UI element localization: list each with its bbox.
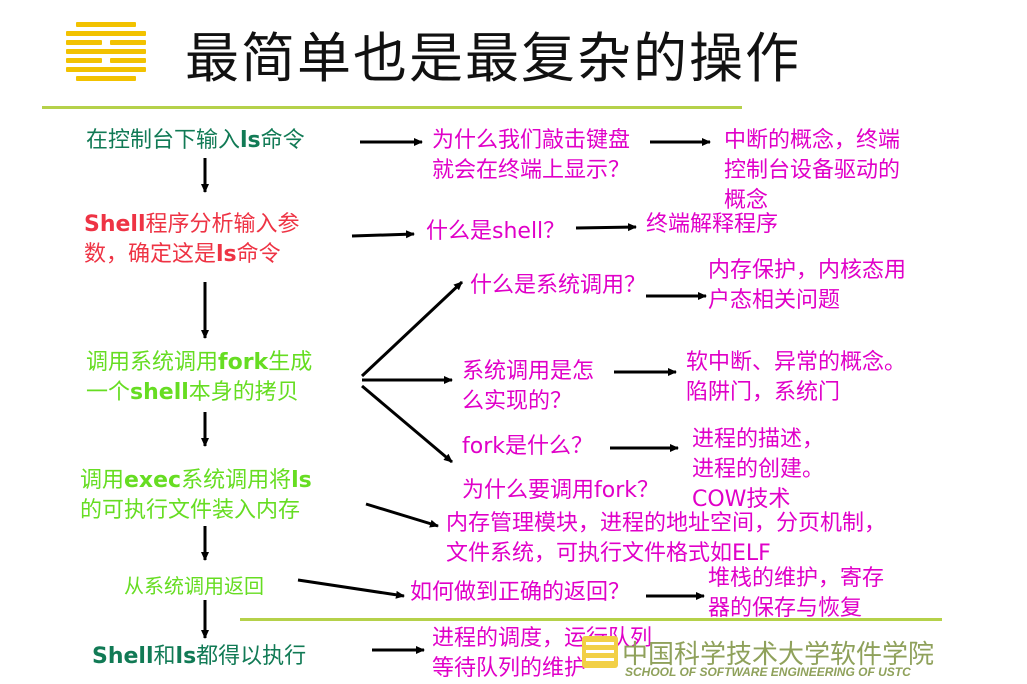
page-title: 最简单也是最复杂的操作	[185, 27, 801, 90]
footer-school-en: SCHOOL OF SOFTWARE ENGINEERING OF USTC	[625, 665, 911, 679]
ustc-badge-icon	[582, 636, 618, 668]
arrow-step4-q7	[365, 502, 439, 528]
question-why-fork: 为什么要调用fork？	[462, 478, 659, 503]
question-memory-management: 内存管理模块，进程的地址空间，分页机制，文件系统，可执行文件格式如ELF	[446, 511, 887, 566]
question-keyboard-display: 为什么我们敲击键盘就会在终端上显示？	[432, 128, 631, 183]
step-fork: 调用系统调用fork生成 一个shell本身的拷贝	[86, 350, 313, 405]
question-correct-return: 如何做到正确的返回？	[410, 580, 631, 605]
answer-interrupt-concept: 中断的概念，终端控制台设备驱动的概念	[724, 128, 901, 213]
step-exec: 调用exec系统调用将ls 的可执行文件装入内存	[80, 468, 312, 523]
arrow-step3-q5	[361, 384, 453, 464]
title-divider	[42, 106, 742, 109]
arrow-step2-q2	[351, 230, 415, 239]
answer-memory-protection: 内存保护，内核态用户态相关问题	[708, 258, 907, 313]
footer-school-cn: 中国科学技术大学软件学院	[622, 640, 935, 670]
step-execute: Shell和ls都得以执行	[92, 644, 307, 669]
step-shell-parse: Shell程序分析输入参 数，确定这是ls命令	[84, 212, 300, 267]
ustc-logo	[66, 22, 146, 88]
arrow-step3-q3	[360, 280, 464, 378]
question-syscall-impl: 系统调用是怎么实现的？	[462, 359, 595, 414]
answer-stack-registers: 堆栈的维护，寄存器的保存与恢复	[708, 566, 885, 621]
answer-process-description: 进程的描述，进程的创建。COW技术	[692, 427, 825, 512]
answer-terminal-interpreter: 终端解释程序	[646, 212, 779, 237]
step-return: 从系统调用返回	[124, 574, 264, 598]
question-what-is-shell: 什么是shell？	[426, 219, 566, 244]
step-input-ls: 在控制台下输入ls命令	[86, 128, 305, 153]
footer-divider	[240, 618, 942, 621]
arrow-step5-q8	[297, 578, 405, 599]
question-what-is-syscall: 什么是系统调用？	[470, 273, 647, 298]
answer-soft-interrupt: 软中断、异常的概念。陷阱门，系统门	[686, 350, 907, 405]
arrow-q2-a2	[575, 223, 637, 232]
question-what-is-fork: fork是什么？	[462, 434, 593, 459]
